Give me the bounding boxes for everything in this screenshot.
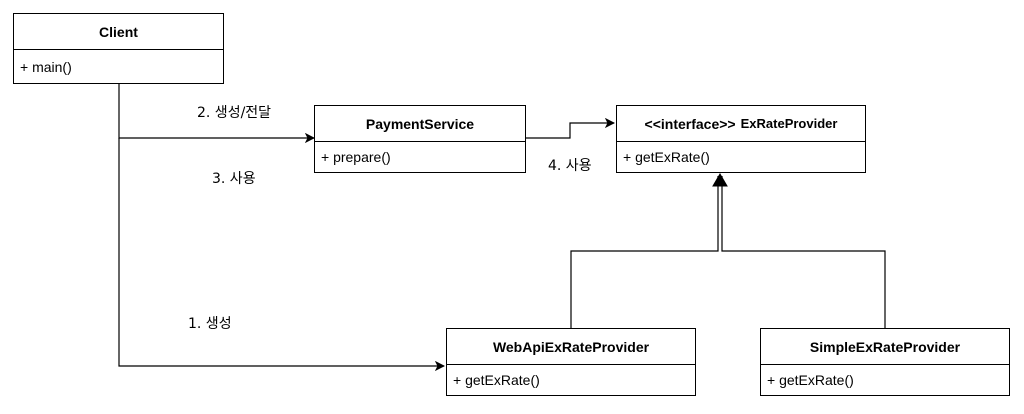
- label-create-web: 1. 생성: [188, 316, 232, 332]
- ex-rate-provider-method-get-ex-rate: + getExRate(): [623, 149, 710, 165]
- label-use-provider: 4. 사용: [548, 158, 592, 174]
- edge-payment-to-provider: [526, 123, 614, 139]
- ex-rate-provider-class-name: ExRateProvider: [740, 116, 838, 131]
- web-api-method-get-ex-rate: + getExRate(): [453, 372, 540, 388]
- simple-method-get-ex-rate: + getExRate(): [767, 372, 854, 388]
- client-method-main: + main(): [20, 58, 72, 75]
- web-api-ex-rate-provider-class-name: WebApiExRateProvider: [447, 329, 695, 365]
- simple-ex-rate-provider-class[interactable]: SimpleExRateProvider + getExRate(): [760, 328, 1010, 396]
- label-use-payment: 3. 사용: [212, 171, 256, 187]
- payment-service-class-name: PaymentService: [315, 106, 525, 142]
- payment-service-class[interactable]: PaymentService + prepare(): [314, 105, 526, 173]
- ex-rate-provider-interface[interactable]: <<interface>> ExRateProvider + getExRate…: [616, 105, 866, 173]
- edge-simple-implements: [721, 176, 886, 328]
- edge-webapi-implements: [570, 176, 719, 328]
- web-api-ex-rate-provider-class[interactable]: WebApiExRateProvider + getExRate(): [446, 328, 696, 396]
- implements-arrowhead: [712, 173, 728, 187]
- interface-stereotype: <<interface>>: [644, 115, 736, 132]
- label-create-pass: 2. 생성/전달: [197, 105, 272, 121]
- edge-client-to-webapi: [118, 138, 444, 366]
- client-class[interactable]: Client + main(): [13, 13, 224, 84]
- ex-rate-provider-header: <<interface>> ExRateProvider: [617, 106, 865, 142]
- simple-ex-rate-provider-class-name: SimpleExRateProvider: [761, 329, 1009, 365]
- client-class-name: Client: [14, 14, 223, 50]
- payment-service-method-prepare: + prepare(): [321, 149, 391, 165]
